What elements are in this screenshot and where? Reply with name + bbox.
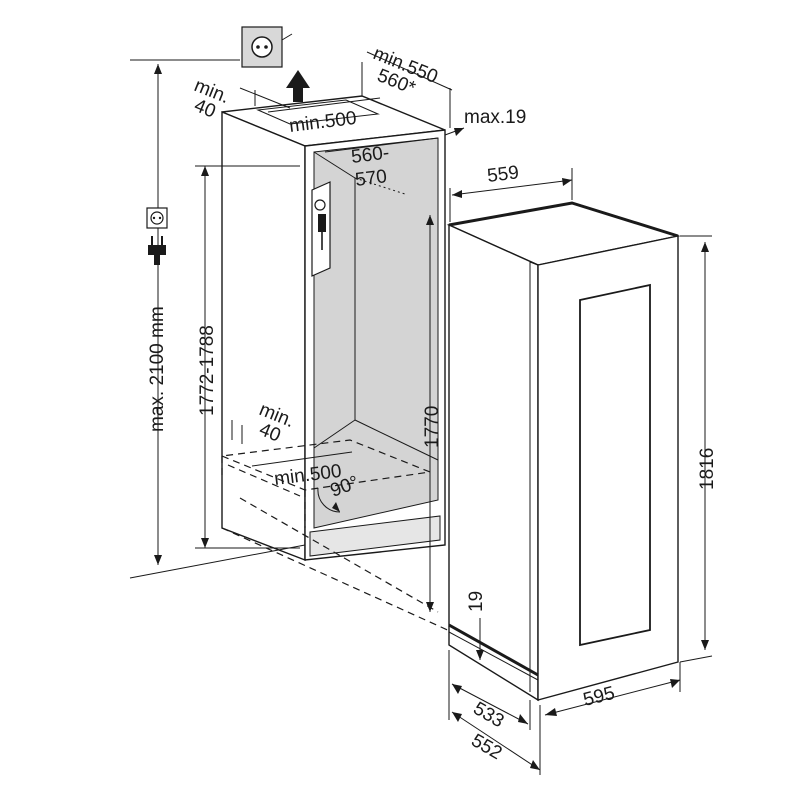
dimension-lines: [129, 51, 713, 775]
depth-552-label: 552: [468, 730, 506, 764]
door-gap-label: max.19: [464, 107, 526, 128]
niche-height-label: 1772-1788: [197, 325, 218, 416]
total-height-label: max. 2100 mm: [147, 306, 168, 432]
appliance-width-label: 559: [486, 162, 520, 187]
niche-width-label-2: 570: [354, 166, 388, 191]
arrowheads: [154, 64, 709, 770]
wine-cooler-appliance: [446, 201, 681, 702]
wall-socket: [241, 26, 293, 68]
inner-height-label: 1770: [422, 406, 443, 448]
airflow-up-arrow-icon: [286, 70, 310, 102]
socket-icon: [146, 207, 168, 229]
niche-width-label-1: 560-: [350, 142, 390, 167]
appliance-height-label: 1816: [697, 448, 718, 490]
plinth-offset-label: 19: [466, 591, 487, 612]
niche-cabinet: [219, 95, 453, 633]
plug-icon: [148, 236, 166, 265]
